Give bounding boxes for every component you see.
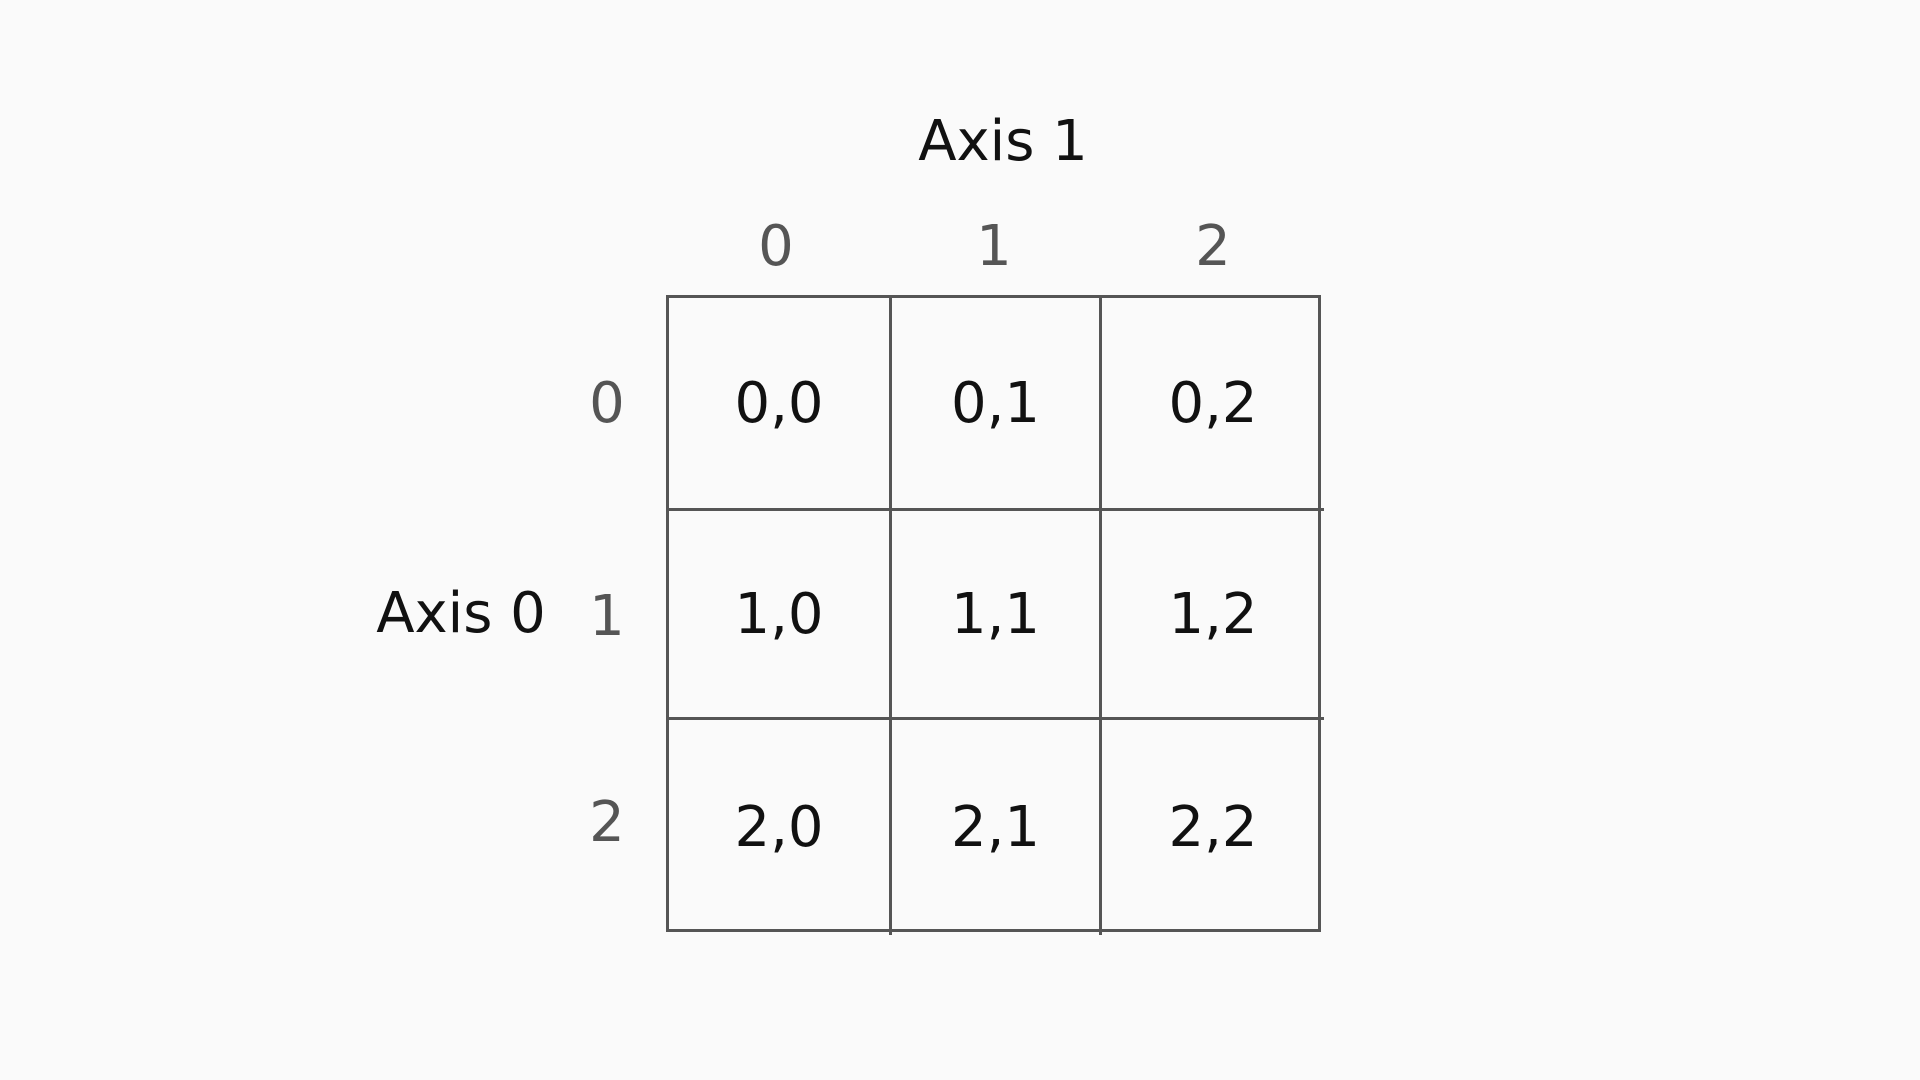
column-index-2: 2 — [1195, 214, 1231, 279]
array-grid: 0,0 0,1 0,2 1,0 1,1 1,2 2,0 2,1 2,2 — [666, 295, 1324, 935]
axis-1-title: Axis 1 — [918, 109, 1088, 174]
grid-cell-0-2: 0,2 — [1102, 298, 1324, 511]
grid-cell-2-1: 2,1 — [892, 720, 1102, 935]
grid-cell-0-0: 0,0 — [669, 298, 892, 511]
row-index-0: 0 — [589, 371, 625, 436]
grid-cell-1-1: 1,1 — [892, 511, 1102, 720]
row-index-1: 1 — [589, 584, 625, 649]
axis-0-title: Axis 0 — [376, 581, 546, 646]
row-index-2: 2 — [589, 790, 625, 855]
grid-cell-2-2: 2,2 — [1168, 795, 1258, 860]
column-index-0: 0 — [758, 214, 794, 279]
grid-cell-0-1: 0,1 — [892, 298, 1102, 511]
grid-cell-2-0: 2,0 — [669, 720, 892, 935]
grid-cell-1-2: 1,2 — [1102, 511, 1324, 720]
grid-cell-1-0: 1,0 — [669, 511, 892, 720]
column-index-1: 1 — [976, 214, 1012, 279]
